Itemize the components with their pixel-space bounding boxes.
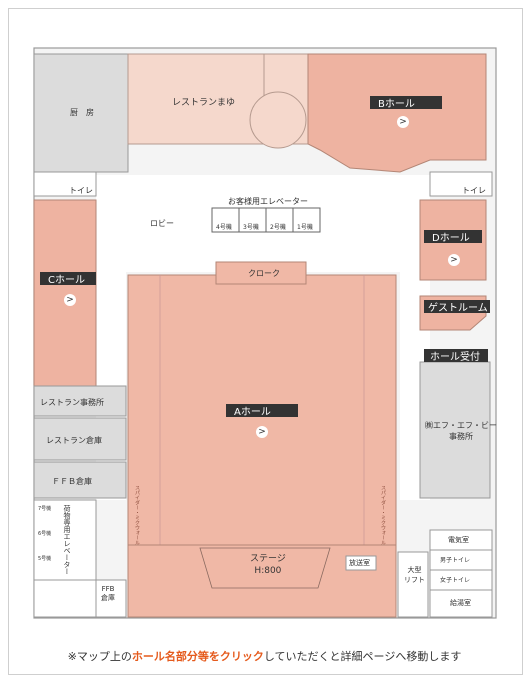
c-hall-area <box>33 199 97 387</box>
womens-toilet-label: 女子トイレ <box>440 577 471 584</box>
freight-elevator-label: 荷物専用エレベーター <box>63 505 71 575</box>
mens-toilet-label: 男子トイレ <box>440 557 471 564</box>
large-lift-label: 大型 リフト <box>404 566 425 584</box>
cloak-label: クローク <box>248 269 280 278</box>
map-caption: ※マップ上のホール名部分等をクリックしていただくと詳細ページへ移動します <box>0 648 529 664</box>
caption-prefix: ※マップ上の <box>67 650 132 663</box>
d-hall-label[interactable]: Dホール <box>424 230 482 244</box>
electric-room-label: 電気室 <box>448 536 469 544</box>
ffb-storage2-label: FFB 倉庫 <box>101 585 115 602</box>
a-hall-go-icon[interactable]: > <box>256 426 268 438</box>
spider-crane-left-label: スパイダー・ミクウォール <box>134 485 140 545</box>
freight-unit-7: 7号機 <box>38 506 52 512</box>
elevator-1: 1号機 <box>297 224 313 231</box>
guest-elevator-label: お客様用エレベーター <box>228 197 308 206</box>
kitchen-room <box>33 53 129 173</box>
spider-crane-right-label: スパイダー・ミクウォール <box>380 485 386 545</box>
elevator-3: 3号機 <box>243 224 259 231</box>
elevator-4: 4号機 <box>216 224 232 231</box>
efb-office-room <box>419 361 491 499</box>
efb-office-label: ㈱エフ・エフ・ビー 事務所 <box>425 421 497 441</box>
freight-unit-6: 6号機 <box>38 531 52 537</box>
c-hall-label[interactable]: Cホール <box>40 272 96 286</box>
lobby-label: ロビー <box>150 219 174 228</box>
a-hall-label[interactable]: Aホール <box>226 404 298 418</box>
d-hall-go-icon[interactable]: > <box>448 254 460 266</box>
stage-label: ステージ H:800 <box>250 554 286 576</box>
guest-room-label[interactable]: ゲストルーム <box>424 300 490 314</box>
kitchen-label: 厨 房 <box>70 108 94 117</box>
toilet-left-room <box>33 171 97 197</box>
toilet-right-label: トイレ <box>462 186 486 195</box>
b-hall-label[interactable]: Bホール <box>370 96 442 110</box>
restaurant-round <box>249 91 307 149</box>
restaurant-label: レストランまゆ <box>172 98 236 108</box>
b-hall-area <box>307 53 487 173</box>
c-hall-go-icon[interactable]: > <box>64 294 76 306</box>
toilet-left-label: トイレ <box>69 186 93 195</box>
broadcast-room-label: 放送室 <box>349 559 370 567</box>
stage-area <box>127 544 397 618</box>
b-hall-go-icon[interactable]: > <box>397 116 409 128</box>
elevator-2: 2号機 <box>270 224 286 231</box>
ffb-storage-label: ＦＦＢ倉庫 <box>52 477 92 486</box>
caption-suffix: していただくと詳細ページへ移動します <box>263 650 462 663</box>
hot-water-room-label: 給湯室 <box>450 599 471 607</box>
caption-highlight: ホール名部分等をクリック <box>131 650 264 663</box>
restaurant-office-label: レストラン事務所 <box>40 398 104 407</box>
toilet-right-room <box>429 171 493 197</box>
hall-reception-label[interactable]: ホール受付 <box>424 349 488 363</box>
restaurant-storage-label: レストラン倉庫 <box>46 436 102 445</box>
freight-unit-5: 5号機 <box>38 556 52 562</box>
cloak-room <box>215 261 307 285</box>
